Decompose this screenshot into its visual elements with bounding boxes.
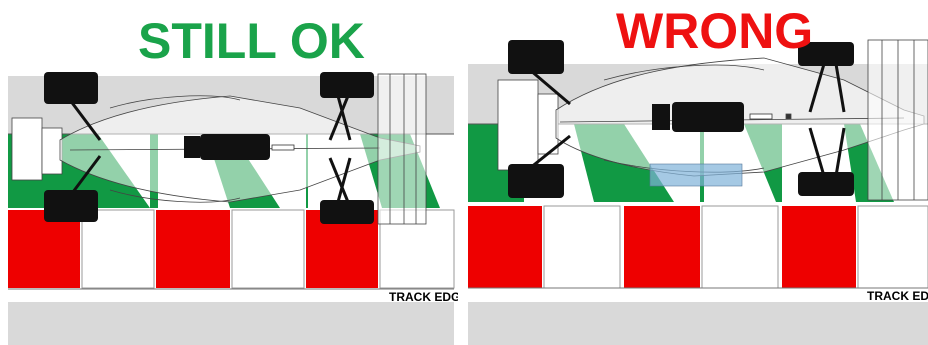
tyre-front-lower <box>798 172 854 196</box>
runoff-area <box>468 302 928 345</box>
highlight-zone <box>650 164 742 186</box>
track-edge-label: TRACK EDGE <box>867 289 928 303</box>
track-edge-label: TRACK EDGE <box>389 290 458 304</box>
tyre-front-upper <box>320 72 374 98</box>
front-wing <box>378 74 426 224</box>
verdict-still-ok: STILL OK <box>138 16 365 66</box>
panel-still-ok: STILL OK TRACK EDGE <box>0 0 458 345</box>
tyre-rear-upper <box>44 72 98 104</box>
tyre-overlay <box>200 134 270 160</box>
tyre-front-lower <box>320 200 374 224</box>
tyre-rear-upper <box>508 40 564 74</box>
curb-block-red <box>468 206 542 288</box>
tyre-overlay <box>672 102 744 132</box>
curb-block-red <box>156 210 230 288</box>
curb-block-red <box>782 206 856 288</box>
curb-block-white <box>858 206 928 288</box>
runoff-area <box>8 302 454 345</box>
panel-wrong: WRONG TRACK EDGE <box>464 0 928 345</box>
tyre-rear-lower <box>508 164 564 198</box>
tyre-rear-lower <box>44 190 98 222</box>
curb-block-white <box>232 210 304 288</box>
rear-wing <box>498 80 538 170</box>
curb-block-white <box>544 206 620 288</box>
verdict-wrong: WRONG <box>616 6 813 56</box>
rear-wing <box>12 118 42 180</box>
curb-block-red <box>624 206 700 288</box>
curb-block-white <box>702 206 778 288</box>
